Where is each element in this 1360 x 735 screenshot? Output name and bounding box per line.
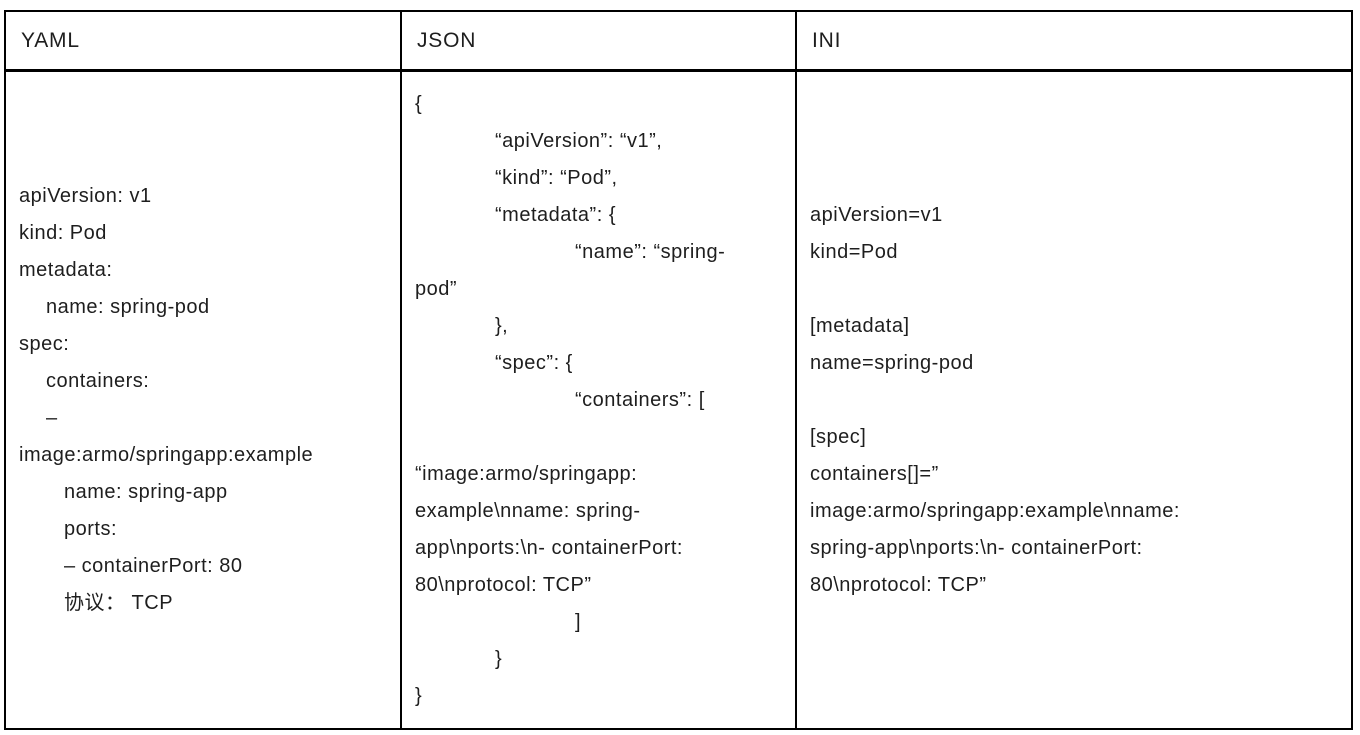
column-header-json: JSON: [402, 12, 797, 72]
code-line: spring-app\nports:\n- containerPort:: [810, 536, 1143, 559]
code-line: metadata:: [19, 259, 113, 281]
ini-code-cell: apiVersion=v1 kind=Pod [metadata] name=spr…: [797, 72, 1351, 728]
code-line: “apiVersion”: “v1”,: [495, 129, 663, 152]
code-line: containers:: [46, 370, 150, 392]
code-line: 80\nprotocol: TCP”: [415, 573, 592, 596]
column-header-yaml-label: YAML: [21, 28, 80, 52]
code-line: name: spring-app: [64, 481, 228, 503]
code-line: “spec”: {: [495, 351, 573, 374]
column-header-yaml: YAML: [6, 12, 402, 72]
code-line: – containerPort: 80: [64, 555, 243, 577]
code-line: {: [415, 92, 423, 115]
code-line: pod”: [415, 277, 458, 300]
code-line: [spec]: [810, 425, 867, 448]
code-line: [810, 271, 1343, 308]
code-line: ]: [575, 610, 582, 633]
code-line: containers[]=”: [810, 462, 939, 485]
code-line: [810, 382, 1343, 419]
code-line: “containers”: [: [575, 388, 705, 411]
code-line: [metadata]: [810, 314, 910, 337]
json-code-cell: { “apiVersion”: “v1”, “kind”: “Pod”, “metad…: [402, 72, 797, 728]
code-line: apiVersion=v1: [810, 203, 943, 226]
code-line: },: [495, 314, 509, 337]
code-line: app\nports:\n- containerPort:: [415, 536, 683, 559]
code-line: }: [415, 684, 423, 707]
code-line: name=spring-pod: [810, 351, 974, 374]
column-header-ini-label: INI: [812, 28, 842, 52]
code-line: example\nname: spring-: [415, 499, 641, 522]
code-line: image:armo/springapp:example\nname:: [810, 499, 1180, 522]
code-line: “kind”: “Pod”,: [495, 166, 618, 189]
code-line: ports:: [64, 518, 118, 540]
code-line: [415, 419, 787, 456]
code-line: }: [495, 647, 503, 670]
code-line: “metadata”: {: [495, 203, 617, 226]
format-comparison-table: YAML JSON INI apiVersion: v1 kind: Pod met…: [4, 10, 1353, 730]
code-line: image:armo/springapp:example: [19, 444, 314, 466]
column-header-ini: INI: [797, 12, 1351, 72]
code-line: “image:armo/springapp:: [415, 462, 638, 485]
code-line: 80\nprotocol: TCP”: [810, 573, 987, 596]
column-header-json-label: JSON: [417, 28, 477, 52]
code-line: –: [46, 407, 58, 429]
yaml-code-cell: apiVersion: v1 kind: Pod metadata: name: sp…: [6, 72, 402, 728]
code-line: name: spring-pod: [46, 296, 210, 318]
code-line: 协议： TCP: [64, 592, 174, 614]
code-line: kind: Pod: [19, 222, 107, 244]
code-line: kind=Pod: [810, 240, 898, 263]
code-line: spec:: [19, 333, 70, 355]
code-line: “name”: “spring-: [575, 240, 726, 263]
code-line: apiVersion: v1: [19, 185, 152, 207]
